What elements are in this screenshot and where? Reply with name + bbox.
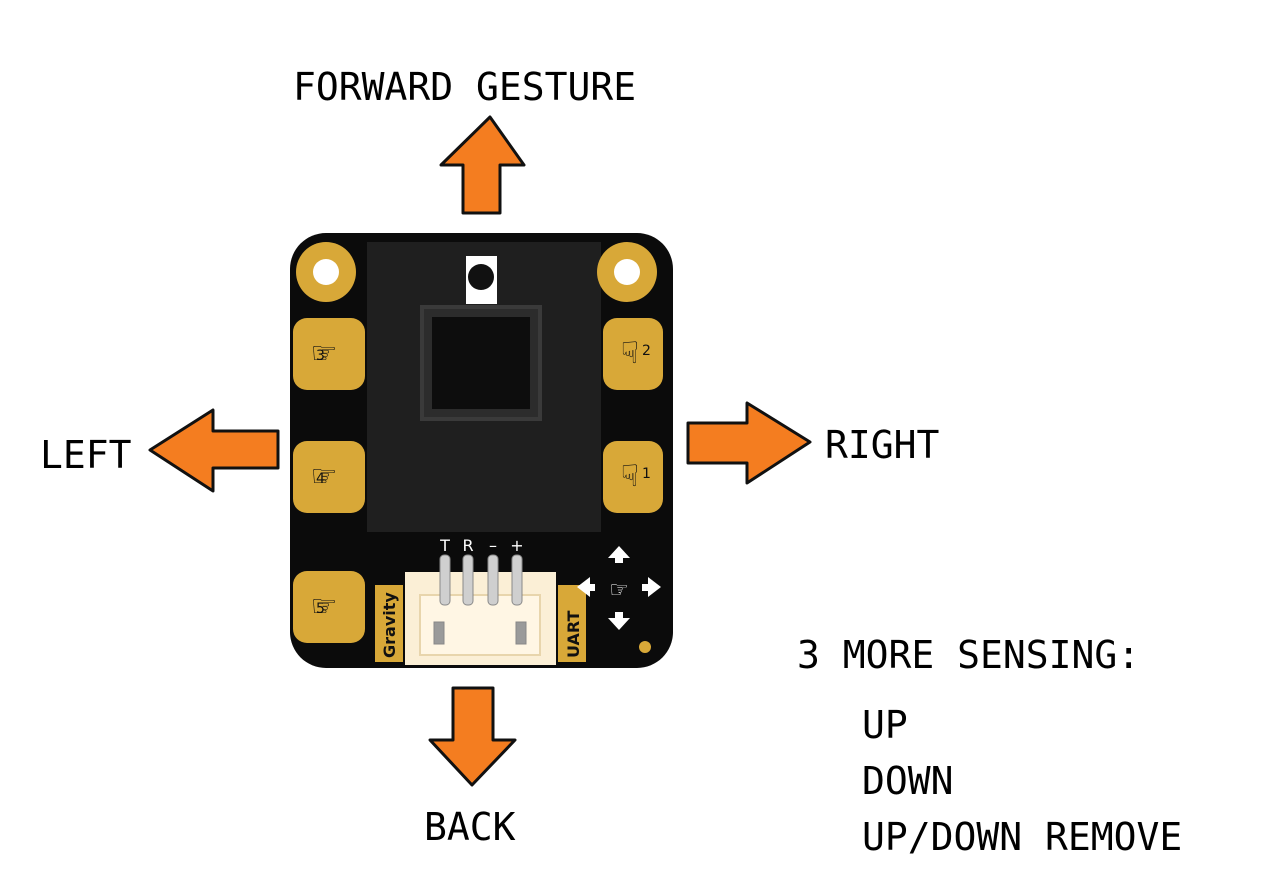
back-label: BACK	[424, 805, 516, 849]
pad-right-2: ☟ 2	[603, 318, 663, 390]
right-arrow-icon	[648, 577, 661, 597]
svg-text:☞: ☞	[311, 336, 338, 371]
pad-number: 2	[642, 343, 651, 359]
left-arrow-icon	[148, 408, 280, 493]
gesture-icon-cluster: ☞	[577, 546, 661, 630]
right-label: RIGHT	[825, 423, 940, 467]
pin-label: T	[439, 536, 450, 555]
pointing-hand-icon: ☞	[609, 578, 629, 603]
up-arrow-icon	[608, 546, 630, 558]
pad-right-1: ☟ 1	[603, 441, 663, 513]
forward-arrow-icon	[439, 115, 526, 215]
more-sensing-item-remove: UP/DOWN REMOVE	[862, 815, 1183, 859]
mounting-hole-right	[597, 242, 657, 302]
svg-text:☞: ☞	[311, 589, 338, 624]
left-arrow-icon	[577, 577, 590, 597]
pad-left-4: ☞ 4	[293, 441, 365, 513]
gravity-label: Gravity	[380, 592, 399, 658]
connector-pins	[433, 554, 527, 645]
pad-number: 4	[316, 471, 325, 487]
uart-label: UART	[564, 611, 583, 658]
svg-text:☞: ☞	[311, 459, 338, 494]
forward-gesture-label: FORWARD GESTURE	[293, 65, 637, 109]
uart-silk	[558, 585, 586, 662]
right-arrow-icon	[686, 401, 812, 485]
sensor-board: ☞ 3 ☞ 4 ☞ 5 ☟ 2 ☟ 1 Gravity UART	[290, 233, 673, 668]
pad-number: 5	[316, 601, 325, 617]
status-led	[639, 641, 651, 653]
down-arrow-icon	[608, 618, 630, 630]
left-label: LEFT	[40, 433, 132, 477]
more-sensing-item-down: DOWN	[862, 759, 954, 803]
pad-left-5: ☞ 5	[293, 571, 365, 643]
pin-label: +	[510, 536, 523, 555]
svg-text:☟: ☟	[621, 459, 639, 494]
mounting-hole-left	[296, 242, 356, 302]
pad-number: 3	[316, 348, 325, 364]
gravity-silk	[375, 585, 403, 662]
svg-text:☟: ☟	[621, 336, 639, 371]
more-sensing-item-up: UP	[862, 703, 908, 747]
pad-number: 1	[642, 466, 651, 482]
pin-label: –	[489, 536, 497, 555]
back-arrow-icon	[428, 686, 517, 787]
pin-label: R	[462, 536, 473, 555]
pad-left-3: ☞ 3	[293, 318, 365, 390]
more-sensing-title: 3 MORE SENSING:	[797, 633, 1141, 677]
